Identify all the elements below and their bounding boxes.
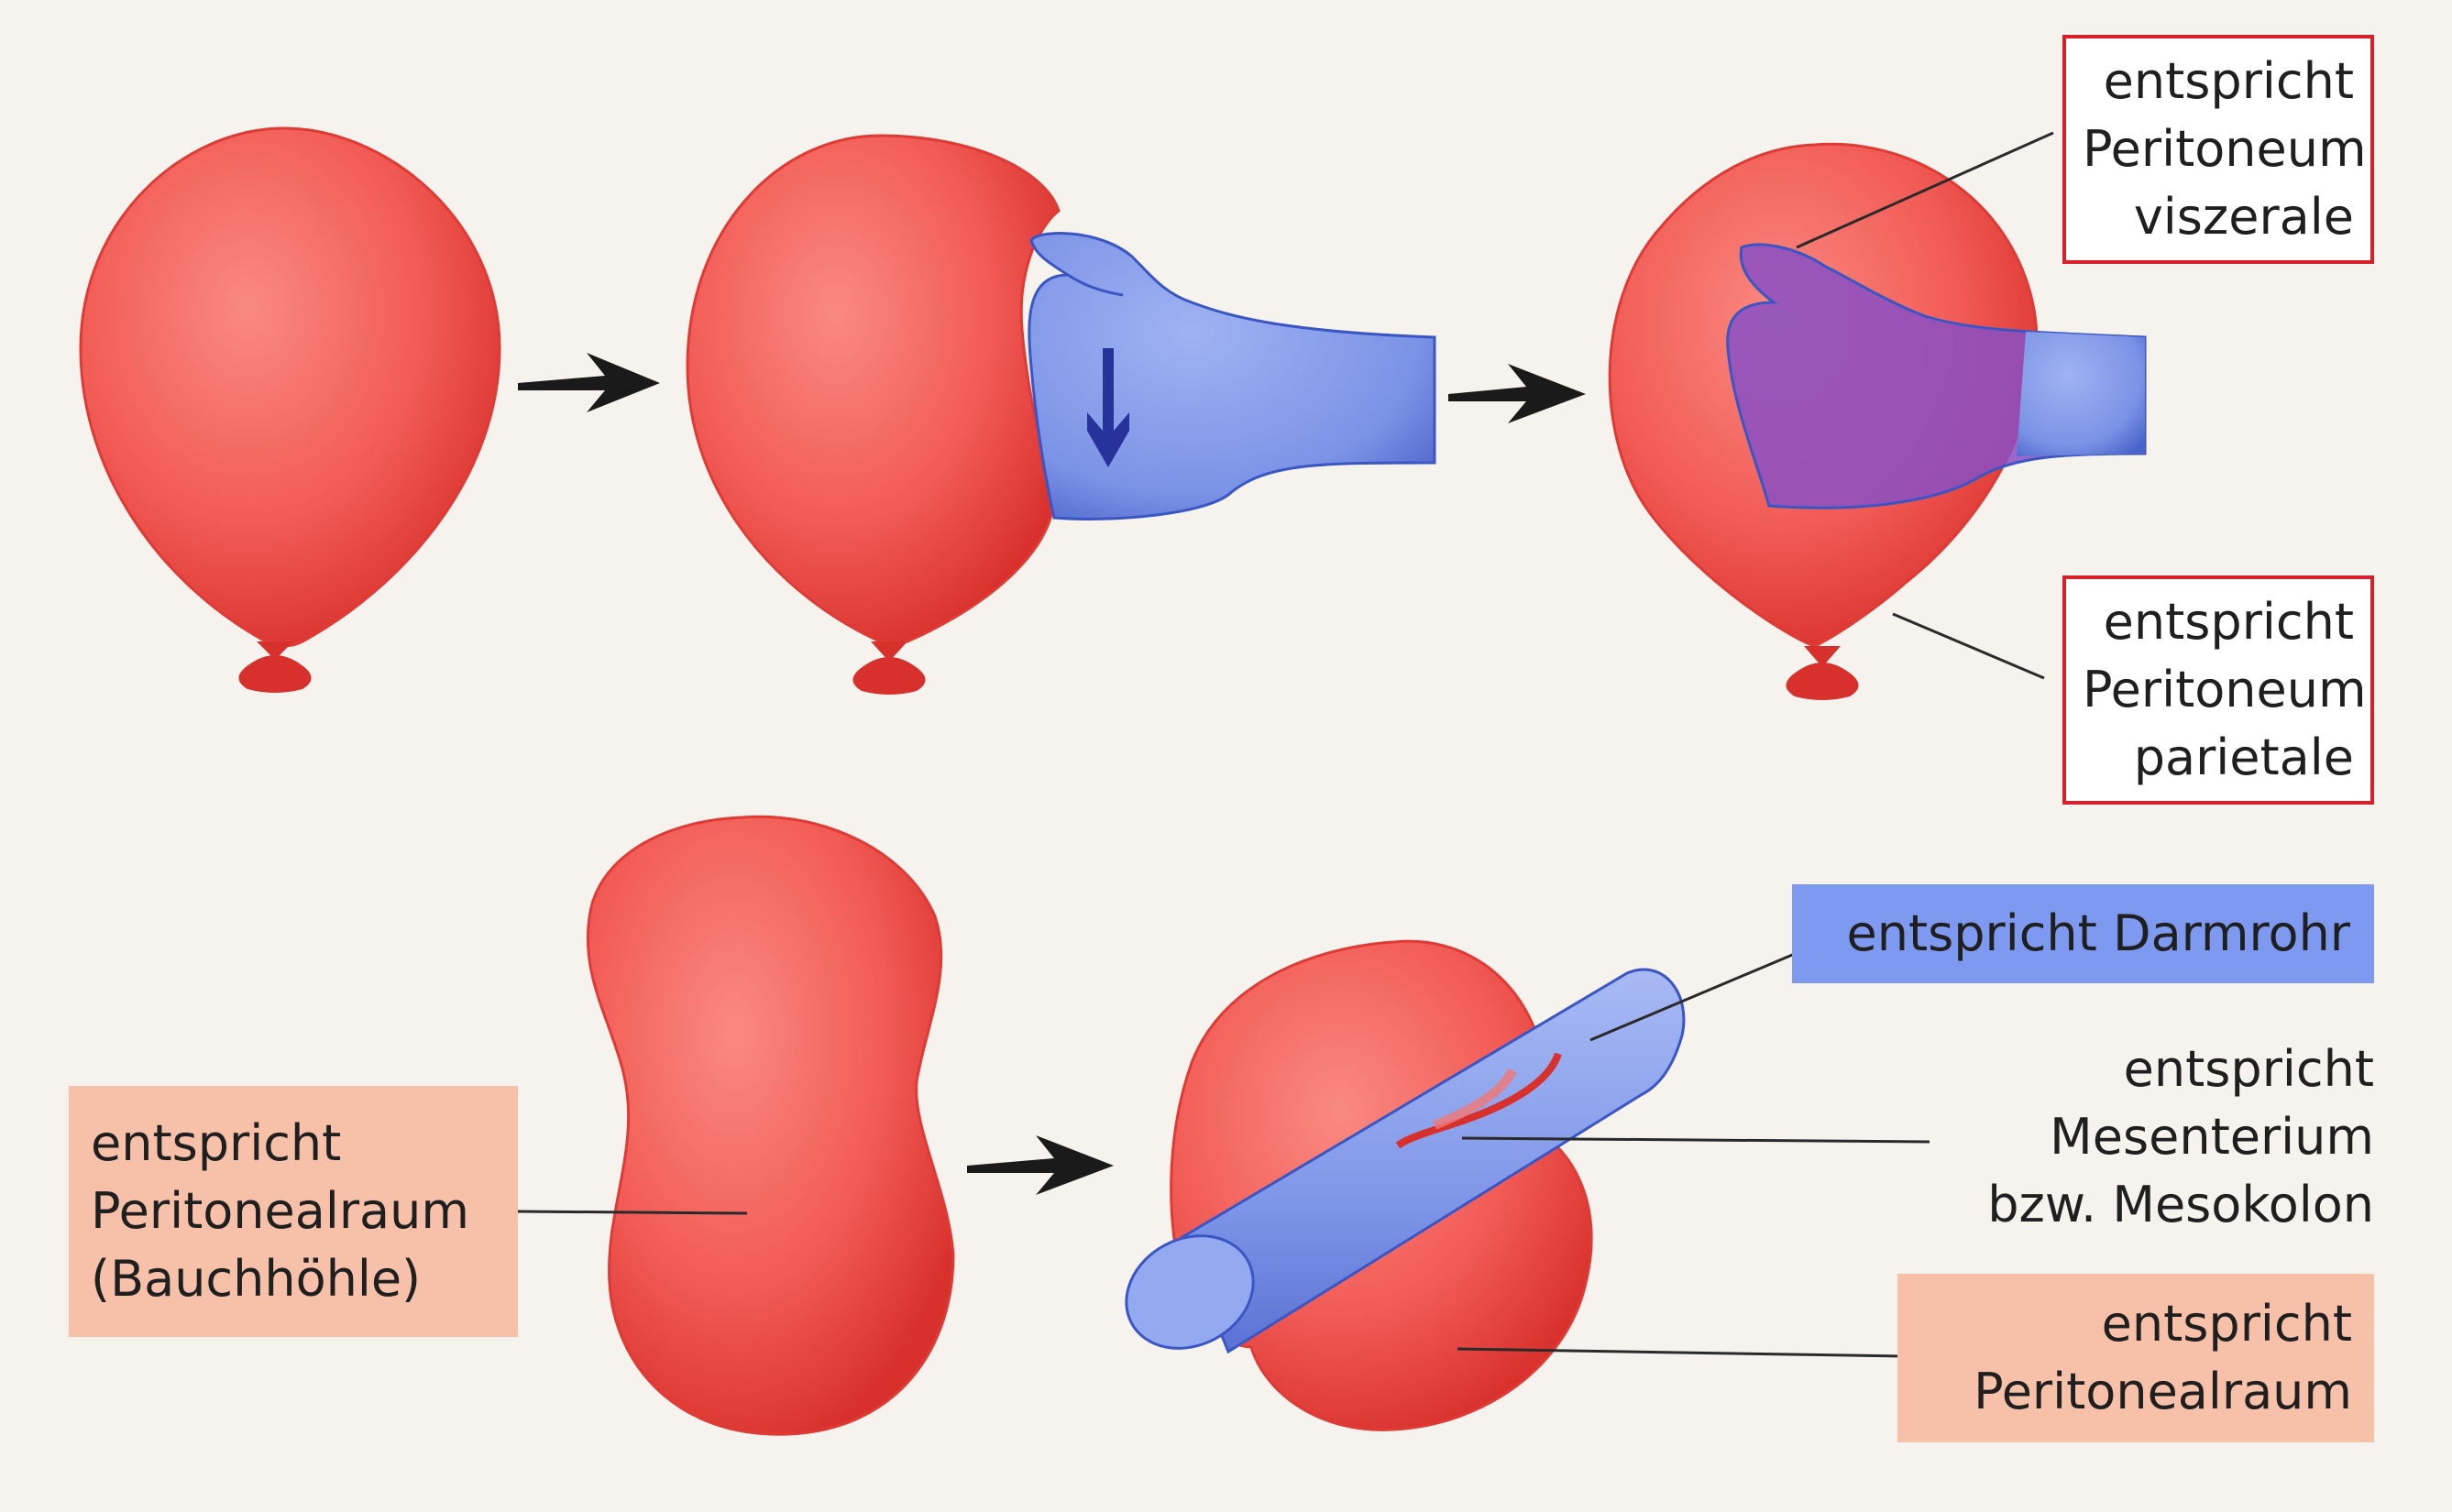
label-line: bzw. Mesokolon xyxy=(1987,1176,2374,1233)
peritoneal-space-shape xyxy=(586,815,955,1436)
label-line: entspricht Darmrohr xyxy=(1846,904,2351,962)
label-peritoneal-cavity: entspricht Peritonealraum (Bauchhöhle) xyxy=(69,1086,518,1337)
hand-inside-balloon xyxy=(1726,243,2147,509)
right-arrow-icon xyxy=(1448,364,1586,423)
label-line: Peritonealraum xyxy=(91,1182,469,1240)
label-line: entspricht xyxy=(2123,1040,2374,1098)
balloon-indented xyxy=(686,134,1061,695)
right-arrow-icon xyxy=(967,1135,1114,1195)
label-peritoneum-parietal: entspricht Peritoneum parietale xyxy=(2062,575,2374,805)
label-gut-tube: entspricht Darmrohr xyxy=(1792,884,2374,983)
label-line: Mesenterium xyxy=(2050,1108,2374,1166)
label-peritoneum-visceral: entspricht Peritoneum viszerale xyxy=(2062,35,2374,264)
balloon-intact xyxy=(79,126,501,693)
label-line: entspricht xyxy=(91,1114,342,1172)
label-line: entspricht xyxy=(2103,52,2354,110)
label-peritoneal-space: entspricht Peritonealraum xyxy=(1897,1274,2374,1442)
label-line: (Bauchhöhle) xyxy=(91,1250,422,1308)
label-line: entspricht xyxy=(2103,593,2354,651)
label-line: viszerale xyxy=(2133,188,2354,246)
leader-lines xyxy=(517,131,2054,1358)
label-line: Peritoneum xyxy=(2083,661,2367,718)
label-line: entspricht xyxy=(2101,1295,2352,1353)
label-line: parietale xyxy=(2133,729,2354,786)
label-line: Peritoneum xyxy=(2083,120,2367,178)
down-arrow-icon xyxy=(1087,348,1129,467)
label-mesentery: entspricht Mesenterium bzw. Mesokolon xyxy=(1934,1035,2374,1239)
right-arrow-icon xyxy=(518,353,660,412)
label-line: Peritonealraum xyxy=(1974,1363,2352,1420)
hand-pushing xyxy=(1028,232,1436,520)
gut-tube xyxy=(1125,968,1686,1354)
